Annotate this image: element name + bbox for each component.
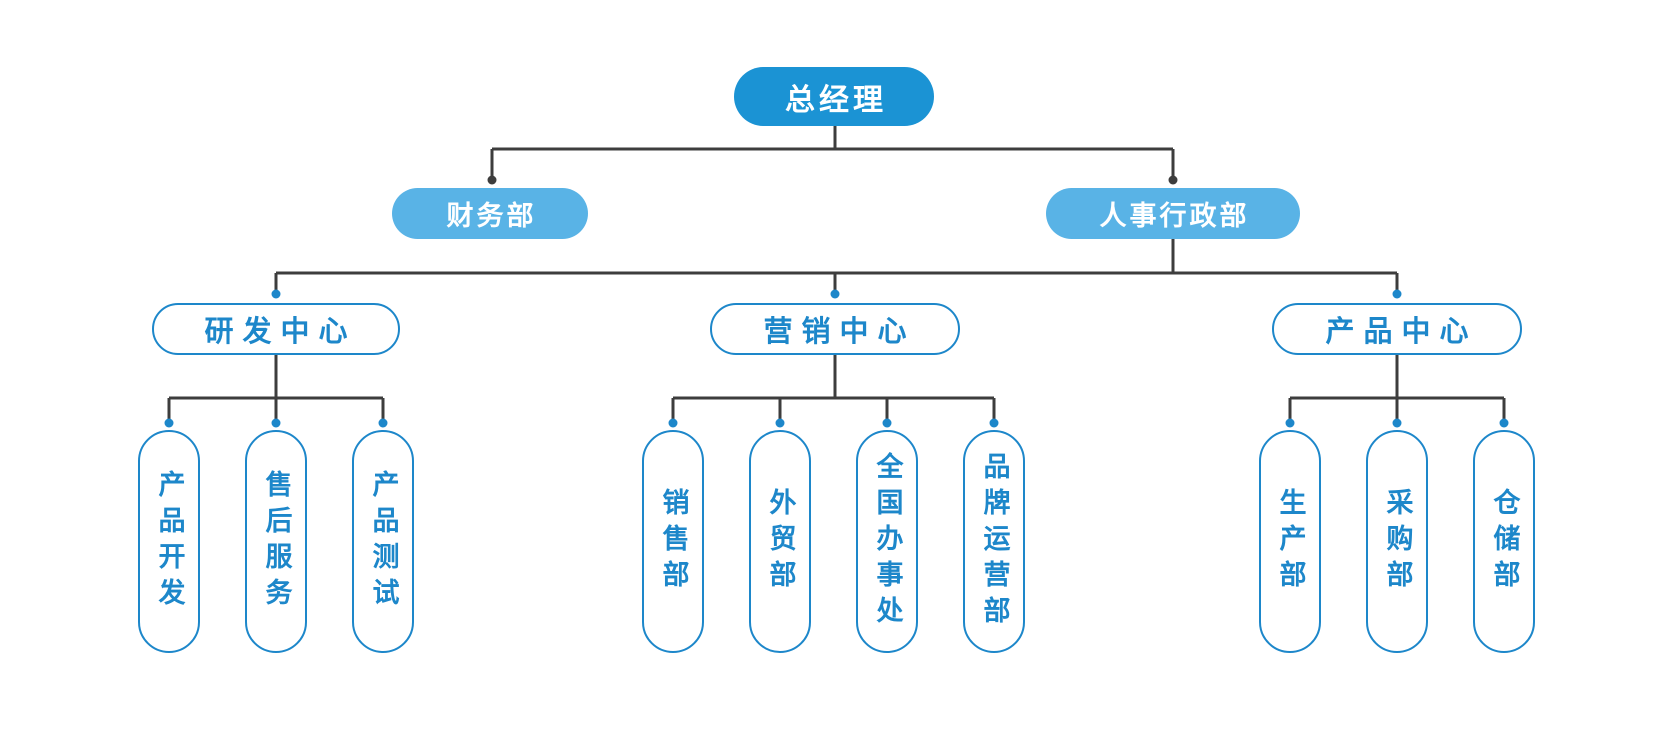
node-foreign-trade-dept: 外贸部 xyxy=(749,430,811,653)
node-production-dept: 生产部 xyxy=(1259,430,1321,653)
node-warehouse-dept: 仓储部 xyxy=(1473,430,1535,653)
connector-rd-center-children xyxy=(164,355,388,428)
node-label: 售后服务 xyxy=(260,469,292,614)
node-label: 产品测试 xyxy=(367,469,399,614)
connector-level2-to-level3 xyxy=(271,239,1402,299)
node-after-sales-service: 售后服务 xyxy=(245,430,307,653)
node-label: 销售部 xyxy=(657,487,689,596)
node-product-center: 产品中心 xyxy=(1272,303,1522,355)
connector-product-center-children xyxy=(1285,355,1509,428)
node-product-testing: 产品测试 xyxy=(352,430,414,653)
node-product-development: 产品开发 xyxy=(138,430,200,653)
node-brand-operations-dept: 品牌运营部 xyxy=(963,430,1025,653)
node-sales-dept: 销售部 xyxy=(642,430,704,653)
node-marketing-center: 营销中心 xyxy=(710,303,960,355)
node-label: 仓储部 xyxy=(1488,487,1520,596)
node-general-manager: 总经理 xyxy=(734,67,934,126)
node-label: 产品开发 xyxy=(153,469,185,614)
node-label: 品牌运营部 xyxy=(978,451,1010,632)
node-label: 外贸部 xyxy=(764,487,796,596)
node-hr-admin-dept: 人事行政部 xyxy=(1046,188,1300,239)
connector-marketing-center-children xyxy=(668,355,999,428)
node-purchasing-dept: 采购部 xyxy=(1366,430,1428,653)
node-finance-dept: 财务部 xyxy=(392,188,588,239)
node-label: 生产部 xyxy=(1274,487,1306,596)
node-label: 采购部 xyxy=(1381,487,1413,596)
connector-level1-to-level2 xyxy=(487,126,1178,185)
node-label: 全国办事处 xyxy=(871,451,903,632)
node-national-offices: 全国办事处 xyxy=(856,430,918,653)
node-rd-center: 研发中心 xyxy=(152,303,400,355)
